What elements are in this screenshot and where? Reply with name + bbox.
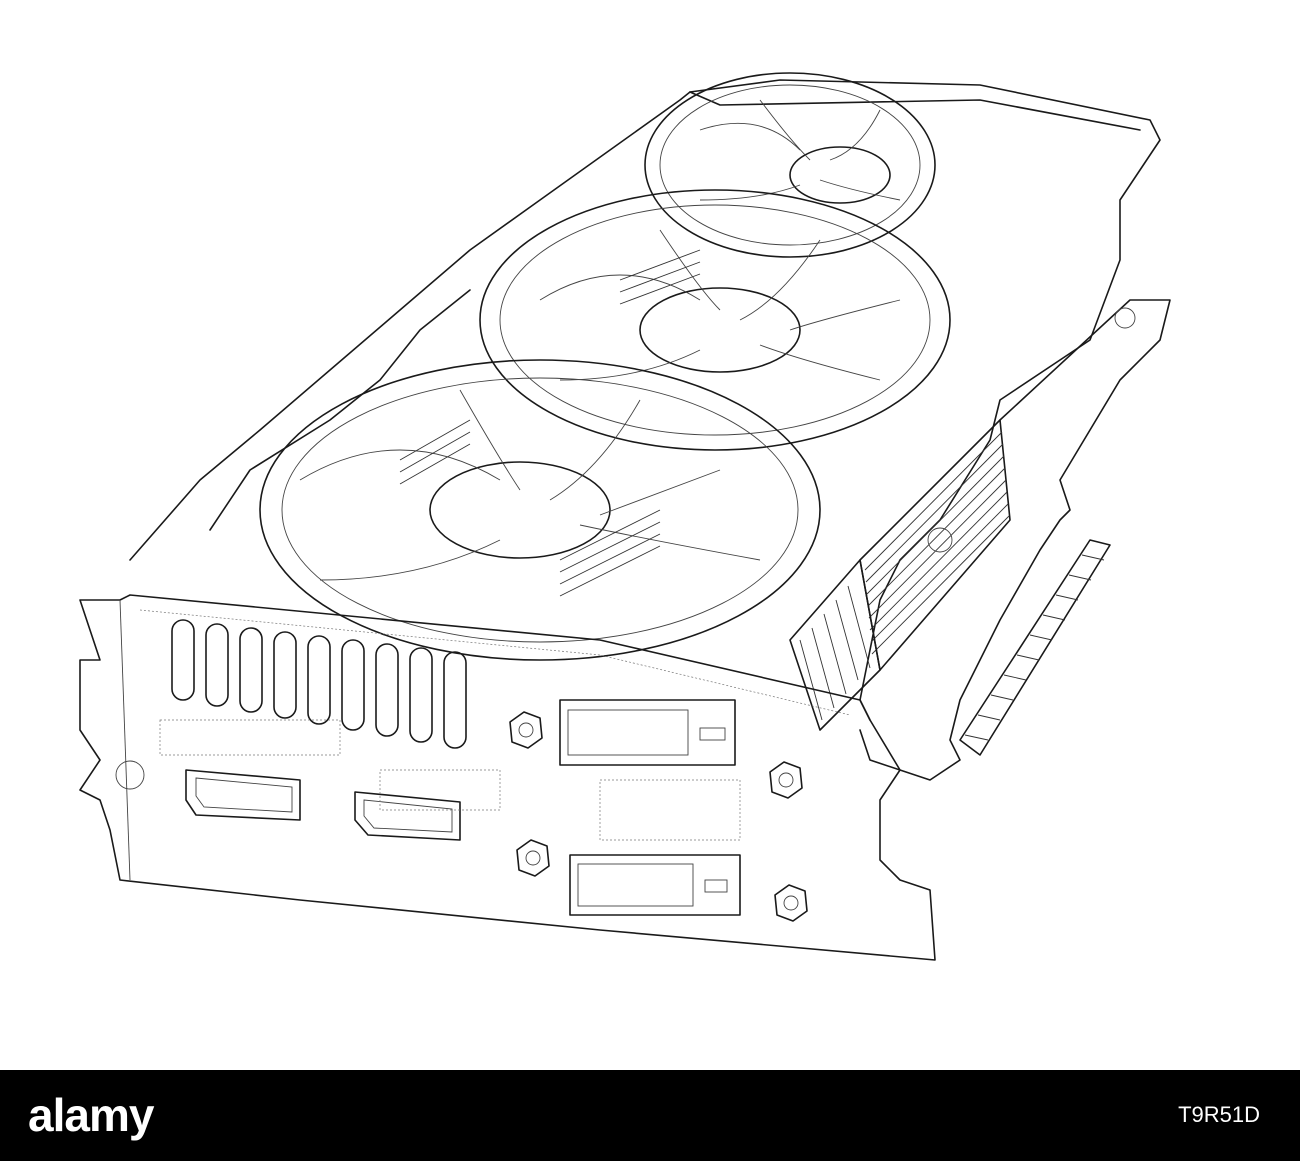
graphics-card-wireframe-icon <box>79 72 1171 961</box>
displayport-port <box>185 769 301 821</box>
fan-2 <box>479 189 951 451</box>
image-id-label: T9R51D <box>1178 1102 1260 1127</box>
fan-1 <box>644 72 936 258</box>
pcb-components <box>115 307 1136 841</box>
graphics-card-illustration <box>79 72 1171 961</box>
inner-fins <box>399 249 701 597</box>
watermark-footer-bar: alamy T9R51D <box>0 1070 1300 1161</box>
vent-slots <box>171 619 467 749</box>
pcb-board <box>859 299 1171 781</box>
dvi-port-lower <box>569 854 741 916</box>
heatsink-fins <box>789 419 1011 731</box>
hdmi-port <box>354 791 461 841</box>
hex-standoffs <box>509 711 808 922</box>
fan-3 <box>259 359 821 661</box>
brand-logo: alamy <box>28 1089 154 1141</box>
io-bracket <box>79 594 936 961</box>
dvi-port-upper <box>559 699 736 766</box>
pcie-connector <box>959 539 1111 756</box>
